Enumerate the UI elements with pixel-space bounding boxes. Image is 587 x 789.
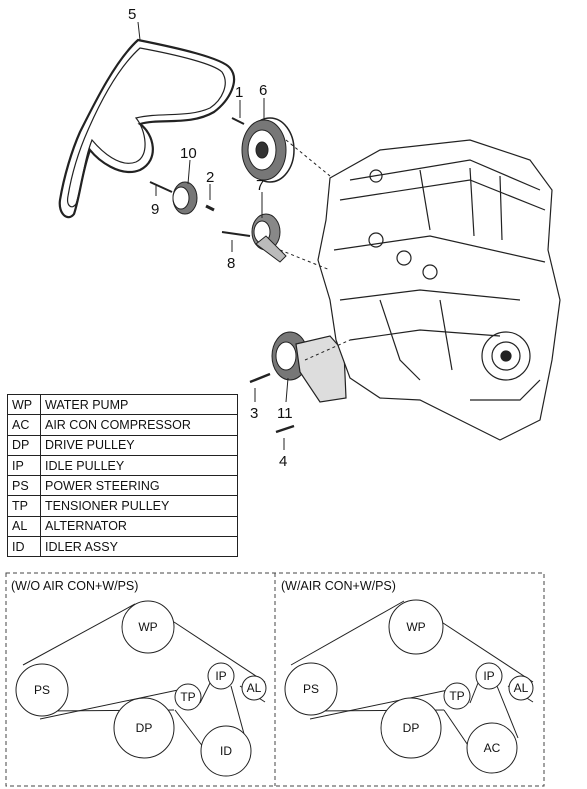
idle-pulley-drawing [149, 181, 198, 215]
label-tp-right: TP [449, 689, 464, 703]
callout-8: 8 [227, 255, 235, 272]
drive-belt-drawing [58, 38, 236, 219]
legend-name: IDLER ASSY [40, 536, 238, 558]
label-dp-right: DP [403, 721, 420, 735]
label-wp-left: WP [138, 620, 157, 634]
legend-name: DRIVE PULLEY [40, 434, 238, 456]
callout-4: 4 [279, 453, 287, 470]
legend-name: TENSIONER PULLEY [40, 495, 238, 517]
pulley-dp-right [380, 697, 442, 759]
callout-numbers: 5 1 6 10 2 7 9 8 3 11 4 [128, 6, 293, 470]
legend-code: WP [7, 393, 41, 416]
pulley-wp-right [388, 599, 444, 655]
legend-code: IP [7, 454, 41, 477]
pulley-dp-left [113, 697, 175, 759]
pulley-al-left [241, 675, 267, 701]
layout-title-left: (W/O AIR CON+W/PS) [11, 579, 138, 593]
legend-code: DP [7, 434, 41, 456]
pulley-ps-left [15, 663, 69, 717]
legend-name: AIR CON COMPRESSOR [40, 414, 238, 436]
engine-block-drawing [317, 139, 561, 441]
label-al-right: AL [514, 681, 529, 695]
callout-10: 10 [180, 145, 197, 162]
legend-name: IDLE PULLEY [40, 454, 238, 477]
label-tp-left: TP [180, 690, 195, 704]
label-ip-left: IP [215, 669, 226, 683]
leader-lines [137, 21, 351, 450]
callout-2: 2 [206, 169, 214, 186]
legend-code: TP [7, 495, 41, 517]
callout-9: 9 [151, 201, 159, 218]
label-dp-left: DP [136, 721, 153, 735]
pulley-tp-right [443, 682, 471, 710]
water-pump-pulley-drawing [241, 117, 295, 183]
legend-code: AC [7, 414, 41, 436]
callout-1: 1 [235, 84, 243, 101]
pulley-ac-right [466, 722, 518, 774]
tensioner-drawing [205, 117, 287, 263]
label-ip-right: IP [483, 669, 494, 683]
callout-11: 11 [277, 405, 293, 422]
legend-code: PS [7, 475, 41, 497]
legend-name: WATER PUMP [40, 393, 238, 416]
pulley-al-right [508, 675, 534, 701]
callout-5: 5 [128, 6, 136, 23]
legend-name: ALTERNATOR [40, 515, 238, 538]
pulley-tp-left [174, 683, 202, 711]
pulley-ip-left [207, 662, 235, 690]
pulley-ps-right [284, 662, 338, 716]
callout-7: 7 [256, 177, 264, 194]
label-wp-right: WP [406, 620, 425, 634]
label-id-left: ID [220, 744, 232, 758]
label-al-left: AL [247, 681, 262, 695]
belt-routing-panels: (W/O AIR CON+W/PS) WP PS TP DP IP AL ID … [5, 572, 545, 787]
legend-code: ID [7, 536, 41, 558]
pulley-id-left [200, 725, 252, 777]
legend-name: POWER STEERING [40, 475, 238, 497]
pulley-ip-right [475, 662, 503, 690]
label-ac-right: AC [484, 741, 501, 755]
idler-assy-drawing [249, 331, 347, 434]
label-ps-left: PS [34, 683, 50, 697]
callout-6: 6 [259, 82, 267, 99]
label-ps-right: PS [303, 682, 319, 696]
callout-3: 3 [250, 405, 258, 422]
legend-code: AL [7, 515, 41, 538]
layout-title-right: (W/AIR CON+W/PS) [281, 579, 396, 593]
pulley-wp-left [121, 600, 175, 654]
